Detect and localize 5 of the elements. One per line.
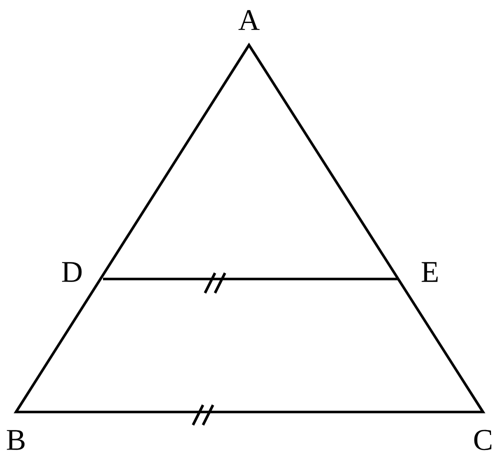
point-label: B (6, 430, 25, 450)
point-label: A (238, 10, 260, 30)
point-label: C (474, 430, 492, 450)
point-label: E (422, 262, 438, 282)
point-label: D (62, 262, 82, 282)
